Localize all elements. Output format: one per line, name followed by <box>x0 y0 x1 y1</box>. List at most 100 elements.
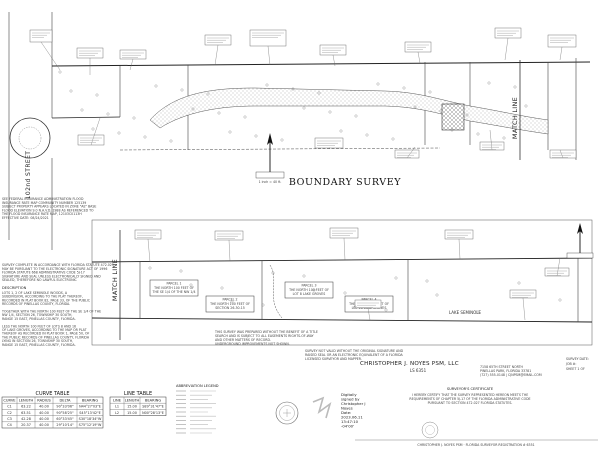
signature-line: Date: <box>341 410 351 415</box>
firm-name: CHRISTOPHER J. NOYES PSM, LLC <box>360 361 459 367</box>
line_table-cell: 15.00 <box>127 411 137 415</box>
curve_table-caption: CURVE TABLE <box>36 391 70 397</box>
match-line-lower-label: MATCH LINE <box>111 259 119 301</box>
south-boundary-west <box>51 116 121 119</box>
survey-statement: THIS SURVEY WAS PREPARED WITHOUT THE BEN… <box>214 330 318 346</box>
validity-line: RAISED SEAL OR AN ELECTRONIC EQUIVALENT … <box>305 353 403 357</box>
tree-icon <box>435 293 439 297</box>
tree-icon <box>354 114 358 118</box>
firm-address-line: PINELLAS PARK, FLORIDA 33781 <box>480 369 531 373</box>
north-arrow-upper: 1 inch = 40 ft. <box>255 133 285 184</box>
curve_table-header: LENGTH <box>19 398 34 402</box>
callout-box <box>547 34 577 48</box>
certificate-seal <box>421 421 439 439</box>
line_table-cell: N00°28'13"E <box>142 411 164 415</box>
curve_table-cell: C4 <box>7 423 12 427</box>
signature-line: Noyes <box>341 406 353 411</box>
tree-icon <box>261 303 265 307</box>
curve_table-header: CURVE <box>3 398 16 402</box>
curve_table-cell: 20.37 <box>21 423 31 427</box>
tree-icon <box>339 129 343 133</box>
legend-rows <box>176 390 216 434</box>
callout-leader <box>129 58 134 71</box>
lake-label: LAKE SEMINOLE <box>449 310 482 315</box>
signature-line: 13:47:10 <box>341 419 359 424</box>
callout-leader <box>40 41 61 71</box>
callout-leader <box>417 51 421 64</box>
abbreviation-legend: ABBREVIATION LEGEND <box>176 384 219 434</box>
parcel-name: PARCEL 3 <box>301 284 316 288</box>
job-label: SURVEY DATE: <box>566 357 589 361</box>
certificate-line: PURSUANT TO SECTION 472.027 FLORIDA STAT… <box>428 401 513 405</box>
tree-icon <box>413 105 417 109</box>
callout-leader <box>267 45 271 66</box>
line_table-cell: 15.00 <box>127 405 137 409</box>
description-line: LYING IN SECTION 26, TOWNSHIP 30 SOUTH, <box>2 339 73 343</box>
lower-symbols <box>148 266 562 314</box>
description-heading: DESCRIPTION <box>2 286 27 290</box>
line_table-header: BEARING <box>145 398 161 402</box>
curve_table-cell: S75°12'19"W <box>79 423 102 427</box>
description-line: RECORDED IN PLAT BOOK 82, PAGE 33, OF TH… <box>2 298 91 302</box>
curve_table-cell: 40.00 <box>39 405 49 409</box>
statement-line: UNDERGROUND IMPROVEMENTS NOT SHOWN. <box>215 342 290 346</box>
north-arrow-lower <box>566 223 594 259</box>
certificate-line: I HEREBY CERTIFY THAT THE SURVEY REPRESE… <box>412 393 529 397</box>
signature-line: -04'00' <box>341 424 354 429</box>
parcel-desc: THE NORTH 100 FEET OF <box>153 286 194 290</box>
tree-icon <box>91 127 95 131</box>
tree-icon <box>384 308 388 312</box>
tree-icon <box>191 107 195 111</box>
left-notes: SEE FEDERAL INSURANCE ADMINISTRATION FLO… <box>1 197 114 347</box>
parcel-box <box>284 281 334 299</box>
job-info: SURVEY DATE:JOB #:SHEET 1 OF <box>565 357 589 371</box>
flood-note-line: SEE FEDERAL INSURANCE ADMINISTRATION FLO… <box>2 197 84 201</box>
tree-icon <box>154 84 158 88</box>
tree-icon <box>280 138 284 142</box>
description-line: SUBDIVISION, ACCORDING TO THE PLAT THERE… <box>2 295 83 299</box>
tree-icon <box>343 291 347 295</box>
line_table-header: LENGTH <box>125 398 140 402</box>
flood-note-line: THE FLOOD INSURANCE RATE MAP, 12103C0113… <box>1 212 82 216</box>
curve_table-header: RADIUS <box>37 398 51 402</box>
curve_table-cell: 90°58'25" <box>56 411 74 415</box>
line-table: LINE TABLELINEL1L2LENGTH15.0015.00BEARIN… <box>109 391 167 416</box>
line_table-cell: S89°31'47"E <box>142 405 163 409</box>
parcel-desc: THE NORTH 100 FEET OF <box>209 302 250 306</box>
description-line: LESS THE NORTH 100 FEET OF LOTS 8 AND 16 <box>2 324 76 328</box>
tree-icon <box>312 288 316 292</box>
tree-icon <box>450 128 454 132</box>
parcel-name: PARCEL 4 <box>361 298 376 302</box>
callout-box <box>394 149 420 159</box>
tree-icon <box>291 87 295 91</box>
parcel-box <box>149 279 199 297</box>
statement-line: SEARCH AND IS SUBJECT TO ALL EASEMENTS R… <box>215 334 314 338</box>
parcel-desc: THE SE 1/4 OF THE NW 1/4 <box>152 290 196 294</box>
tree-icon <box>425 279 429 283</box>
tree-icon <box>148 266 152 270</box>
signature-line: Digitally <box>341 392 357 397</box>
description-line: TOGETHER WITH THE NORTH 100 FEET OF THE … <box>1 310 101 314</box>
callout-leader <box>214 44 219 66</box>
curve_table-cell: 63.51 <box>21 411 31 415</box>
tree-icon <box>69 89 73 93</box>
callout-box <box>249 29 287 47</box>
cul-de-sac-inner <box>18 126 42 150</box>
footer-text: CHRISTOPHER J. NOYES PSM · FLORIDA SURVE… <box>417 443 534 447</box>
line_table-caption: LINE TABLE <box>124 391 152 397</box>
validity-line: SURVEY NOT VALID WITHOUT THE ORIGINAL SI… <box>305 349 404 353</box>
tree-icon <box>206 92 210 96</box>
curve_table-cell: 60°33'45" <box>56 417 74 421</box>
tree-icon <box>476 132 480 136</box>
callout-box <box>354 299 382 309</box>
description-line: OF LAKE GROVES, ACCORDING TO THE MAP OR … <box>2 328 87 332</box>
tree-icon <box>394 276 398 280</box>
tree-icon <box>439 109 443 113</box>
curve_table-cell: 42.28 <box>21 417 31 421</box>
upper-callouts <box>29 27 577 159</box>
callout-box <box>29 29 53 43</box>
callout-box <box>549 149 577 159</box>
tree-icon <box>465 113 469 117</box>
